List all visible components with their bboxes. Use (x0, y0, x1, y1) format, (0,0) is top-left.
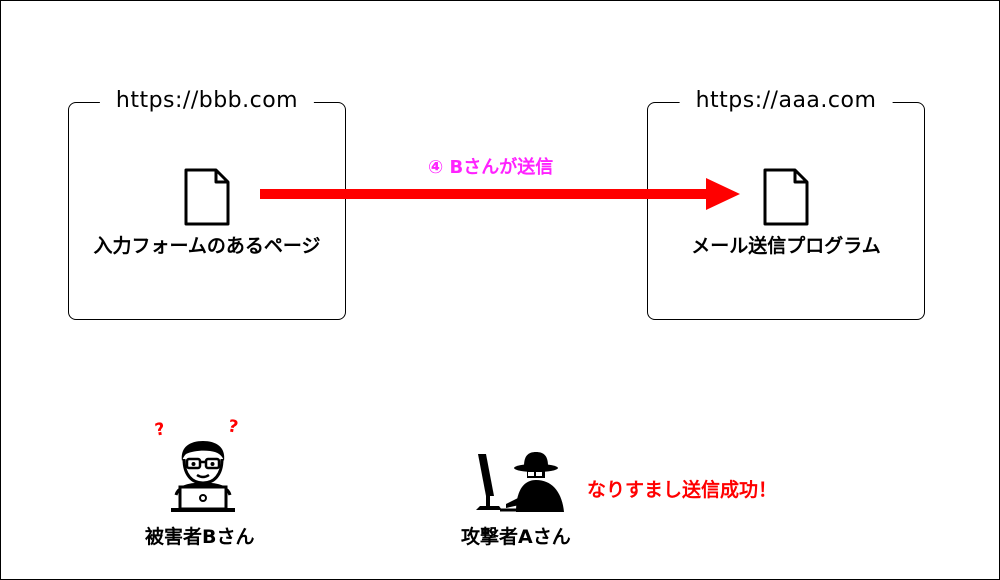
site-url-label: https://bbb.com (99, 88, 315, 113)
page-name-label: メール送信プログラム (691, 235, 881, 257)
page-name-label: 入力フォームのあるページ (93, 235, 321, 257)
site-url-label: https://aaa.com (679, 88, 893, 113)
person-with-laptop-icon (171, 441, 235, 512)
attacker-name: 攻撃者Aさん (461, 526, 571, 548)
arrow-label: ④ Bさんが送信 (428, 157, 554, 178)
document-icon (763, 168, 809, 226)
arrow-head (706, 178, 740, 210)
site-box-aaa: https://aaa.com メール送信プログラム (647, 88, 925, 320)
spoof-success-message: なりすまし送信成功！ (587, 479, 778, 501)
victim-name: 被害者Bさん (145, 526, 255, 548)
hacker-at-computer-icon (476, 452, 564, 512)
document-icon (184, 168, 230, 226)
site-box-bbb: https://bbb.com 入力フォームのあるページ (68, 88, 346, 320)
